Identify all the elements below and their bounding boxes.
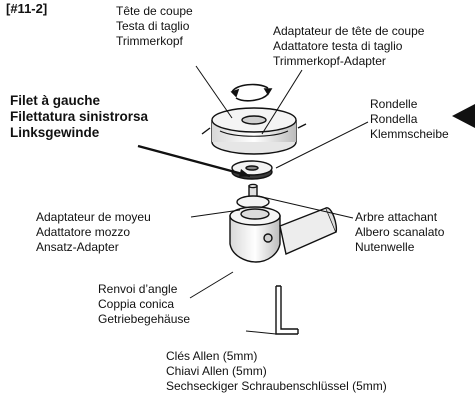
label-spline-shaft-de: Nutenwelle: [355, 240, 415, 254]
label-gearbox: Renvoi d’angle Coppia conica Getriebegeh…: [98, 282, 190, 327]
label-left-thread-de: Linksgewinde: [10, 125, 100, 140]
label-cutting-head-de: Trimmerkopf: [116, 34, 183, 48]
label-washer: Rondelle Rondella Klemmscheibe: [370, 97, 449, 142]
cutting-head-part: [201, 107, 307, 155]
label-gearbox-de: Getriebegehäuse: [98, 312, 191, 326]
gearbox-part: [229, 206, 338, 263]
label-washer-it: Rondella: [370, 112, 418, 126]
label-cutting-head: Tête de coupe Testa di taglio Trimmerkop…: [116, 4, 193, 49]
hub-adapter-part: [236, 183, 270, 209]
label-allen-key-fr: Clés Allen (5mm): [166, 349, 258, 363]
label-head-adapter: Adaptateur de tête de coupe Adattatore t…: [273, 24, 424, 69]
label-allen-key: Clés Allen (5mm) Chiavi Allen (5mm) Sech…: [166, 349, 387, 394]
washer-part: [231, 160, 273, 180]
leader-lines: [189, 65, 369, 335]
label-spline-shaft-it: Albero scanalato: [355, 225, 445, 239]
label-spline-shaft-fr: Arbre attachant: [355, 210, 438, 224]
label-left-thread-it: Filettatura sinistrorsa: [10, 109, 149, 124]
label-cutting-head-fr: Tête de coupe: [116, 4, 193, 18]
label-head-adapter-de: Trimmerkopf-Adapter: [273, 54, 386, 68]
label-cutting-head-it: Testa di taglio: [116, 19, 190, 33]
label-left-thread-fr: Filet à gauche: [10, 93, 101, 108]
label-allen-key-de: Sechseckiger Schraubenschlüssel (5mm): [166, 379, 387, 393]
figure-id: [#11-2]: [6, 1, 48, 16]
label-gearbox-it: Coppia conica: [98, 297, 175, 311]
label-head-adapter-fr: Adaptateur de tête de coupe: [273, 24, 425, 38]
label-washer-fr: Rondelle: [370, 97, 418, 111]
allen-key-part: [275, 285, 299, 335]
label-hub-adapter-de: Ansatz-Adapter: [36, 240, 119, 254]
label-allen-key-it: Chiavi Allen (5mm): [166, 364, 267, 378]
label-head-adapter-it: Adattatore testa di taglio: [273, 39, 403, 53]
label-washer-de: Klemmscheibe: [370, 127, 449, 141]
arrow-left-icon: [452, 104, 475, 128]
curved-arrow-icon: [230, 83, 273, 102]
left-thread-arrow: [137, 144, 251, 178]
label-gearbox-fr: Renvoi d’angle: [98, 282, 178, 296]
label-spline-shaft: Arbre attachant Albero scanalato Nutenwe…: [355, 210, 444, 255]
label-hub-adapter-it: Adattatore mozzo: [36, 225, 131, 239]
label-hub-adapter: Adaptateur de moyeu Adattatore mozzo Ans…: [36, 210, 151, 255]
label-hub-adapter-fr: Adaptateur de moyeu: [36, 210, 151, 224]
label-left-thread: Filet à gauche Filettatura sinistrorsa L…: [10, 93, 148, 141]
